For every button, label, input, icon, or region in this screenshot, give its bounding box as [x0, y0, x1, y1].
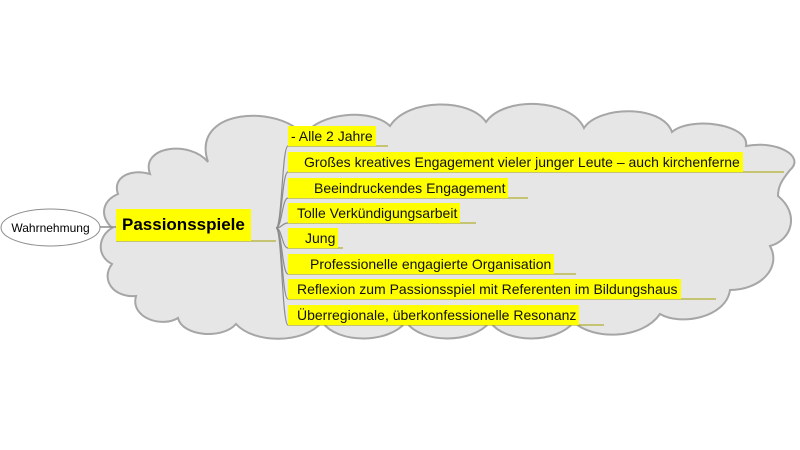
leaf-node-6[interactable]: Professionelle engagierte Organisation: [288, 254, 555, 274]
leaf-node-3[interactable]: Beeindruckendes Engagement: [288, 178, 509, 198]
root-node-label[interactable]: Wahrnehmung: [11, 220, 90, 235]
branch-connector-3: [275, 197, 289, 229]
leaf-node-5[interactable]: Jung: [288, 228, 339, 248]
branch-connector-8: [275, 227, 289, 326]
leaf-underlines: [288, 145, 784, 326]
leaf-node-1[interactable]: - Alle 2 Jahre: [288, 126, 376, 146]
leaf-node-2[interactable]: Großes kreatives Engagement vieler junge…: [288, 152, 743, 172]
leaf-node-8[interactable]: Überregionale, überkonfessionelle Resona…: [288, 305, 580, 325]
leaf-node-7[interactable]: Reflexion zum Passionsspiel mit Referent…: [288, 279, 681, 299]
branch-connectors: [275, 145, 289, 326]
main-topic-node[interactable]: Passionsspiele: [116, 209, 251, 241]
leaf-node-4[interactable]: Tolle Verkündigungsarbeit: [288, 203, 461, 223]
